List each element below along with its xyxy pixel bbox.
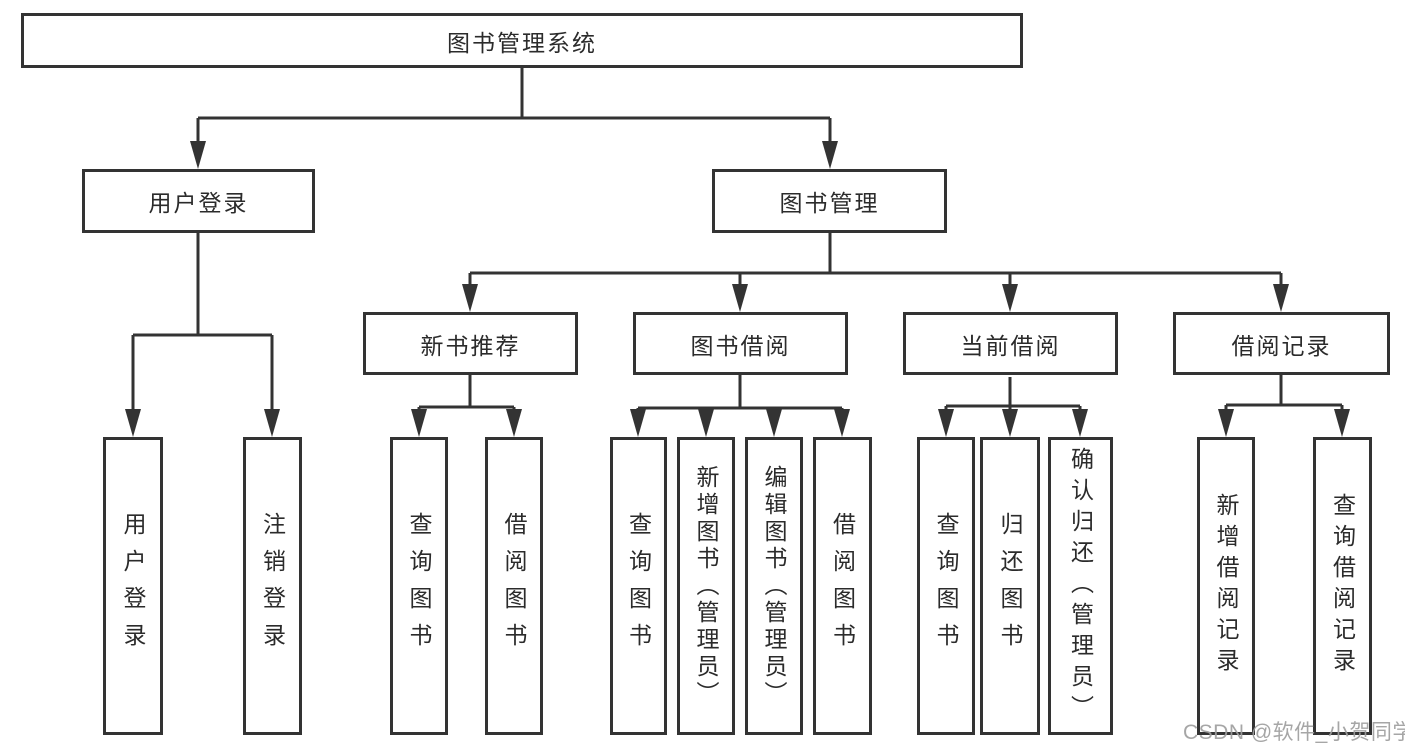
leaf-logout: 注销登录 xyxy=(243,437,302,735)
node-borrow-records: 借阅记录 xyxy=(1173,312,1390,375)
node-current-borrow: 当前借阅 xyxy=(903,312,1118,375)
leaf-user-login: 用户登录 xyxy=(103,437,163,735)
leaf-edit-books-admin: 编辑图书（管理员） xyxy=(745,437,803,735)
leaf-borrow-books-recommend: 借阅图书 xyxy=(485,437,543,735)
leaf-confirm-return-admin: 确认归还（管理员） xyxy=(1048,437,1113,735)
root-node-system: 图书管理系统 xyxy=(21,13,1023,68)
leaf-query-books-borrow: 查询图书 xyxy=(610,437,667,735)
leaf-return-books: 归还图书 xyxy=(980,437,1040,735)
leaf-add-borrow-record: 新增借阅记录 xyxy=(1197,437,1255,735)
leaf-query-borrow-record: 查询借阅记录 xyxy=(1313,437,1372,735)
leaf-query-books-current: 查询图书 xyxy=(917,437,975,735)
node-book-management: 图书管理 xyxy=(712,169,947,233)
node-new-book-recommend: 新书推荐 xyxy=(363,312,578,375)
leaf-borrow-books: 借阅图书 xyxy=(813,437,872,735)
node-user-login: 用户登录 xyxy=(82,169,315,233)
leaf-query-books-recommend: 查询图书 xyxy=(390,437,448,735)
node-book-borrow: 图书借阅 xyxy=(633,312,848,375)
leaf-add-books-admin: 新增图书（管理员） xyxy=(677,437,735,735)
csdn-watermark: CSDN @软件_小贺同学 xyxy=(1183,721,1405,744)
arrowhead-icons xyxy=(125,141,1350,437)
